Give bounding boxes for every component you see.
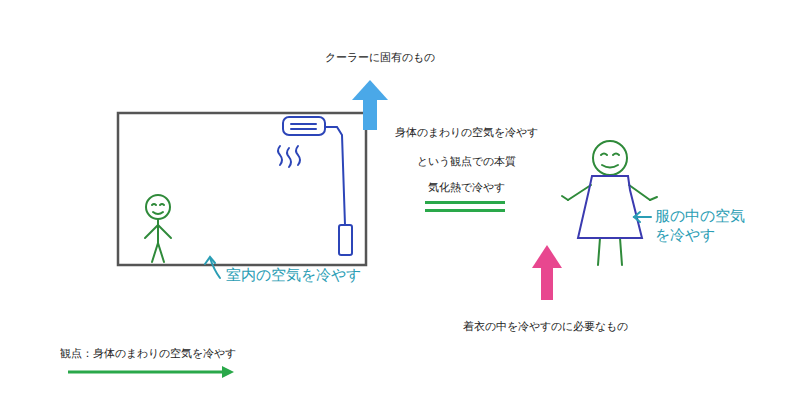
handwritten-label: 室内の空気を冷やす: [226, 266, 361, 285]
annotation-text: 着衣の中を冷やすのに必要なもの: [463, 320, 628, 334]
pink-up-arrow: [532, 245, 562, 300]
air-conditioner: [278, 117, 352, 255]
annotation-text: 身体のまわりの空気を冷やす: [395, 126, 538, 140]
handwritten-label: 服の中の空気を冷やす: [655, 207, 755, 245]
annotation-text: クーラーに固有のもの: [325, 51, 435, 65]
equals-sign: [425, 201, 505, 212]
legend-text: 観点：身体のまわりの空気を冷やす: [60, 347, 236, 361]
dressed-figure: [562, 141, 657, 265]
person-figure: [145, 195, 171, 262]
annotation-text: という観点での本質: [417, 155, 516, 169]
room-outline: [118, 113, 366, 265]
annotation-text: 気化熱で冷やす: [428, 181, 505, 195]
blue-up-arrow: [352, 80, 388, 130]
green-right-arrow: [68, 366, 234, 378]
